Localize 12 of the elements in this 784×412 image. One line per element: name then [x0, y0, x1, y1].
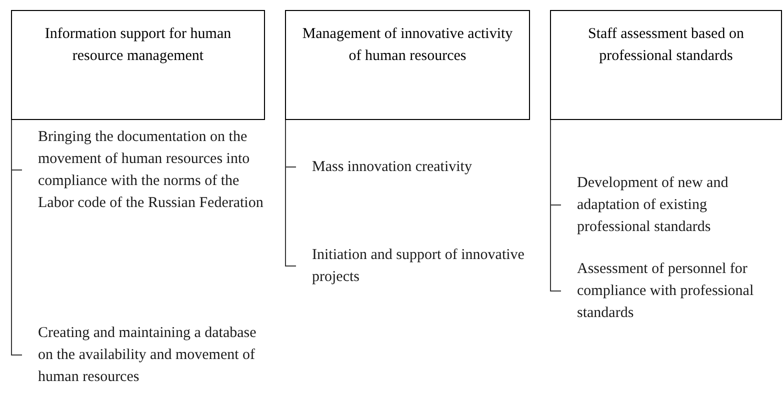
item-text: Initiation and support of innovative projects [296, 244, 526, 288]
connector-line [285, 120, 296, 266]
category-box: Management of innovative activity of human resources [285, 10, 530, 120]
item-text: Mass innovation creativity [296, 156, 526, 178]
item-text: Creating and maintaining a database on the availability and movement of human resources [22, 322, 270, 388]
item-text: Bringing the documentation on the movement of human resources into compliance with the norms of the Labor code of the Russian Federation [22, 126, 270, 214]
item-text: Development of new and adaptation of existing professional standards [561, 172, 783, 238]
category-box: Staff assessment based on professional standards [550, 10, 782, 120]
item-text: Assessment of personnel for compliance with professional standards [561, 258, 783, 324]
connector-line [550, 120, 562, 292]
connector-line [11, 120, 22, 356]
category-box: Information support for human resource management [11, 10, 265, 120]
